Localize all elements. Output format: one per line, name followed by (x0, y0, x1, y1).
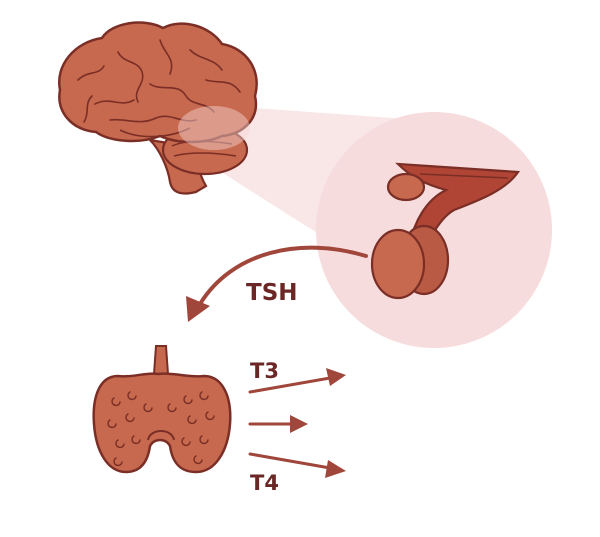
middle-arrow (248, 415, 308, 433)
t4-arrow (248, 452, 346, 478)
hypothalamus-highlight (178, 106, 250, 150)
thyroid-gland-icon (92, 345, 232, 474)
tsh-label: TSH (246, 280, 298, 306)
t3-label: T3 (250, 359, 279, 383)
brain-icon (57, 21, 258, 195)
t3-arrow (248, 368, 346, 394)
pituitary-gland-icon (370, 162, 520, 300)
t4-label: T4 (250, 471, 279, 495)
tsh-arrow (186, 245, 368, 322)
